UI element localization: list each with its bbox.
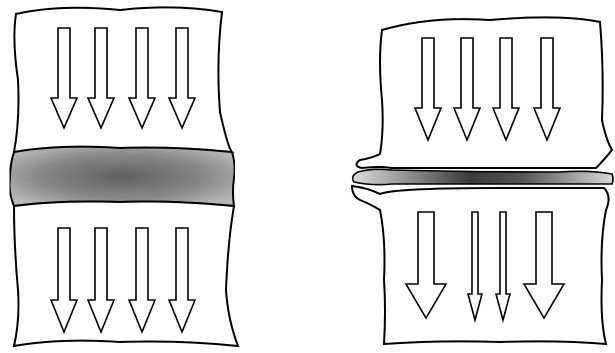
collapsed-disc — [353, 169, 613, 184]
degenerated-segment — [352, 17, 613, 344]
healthy-disc — [10, 147, 235, 206]
upper-vertebra-left — [14, 7, 232, 152]
lower-vertebra-right — [352, 186, 609, 344]
healthy-segment — [10, 7, 239, 346]
lower-vertebra-left — [14, 202, 238, 347]
upper-vertebra-right — [356, 17, 612, 168]
